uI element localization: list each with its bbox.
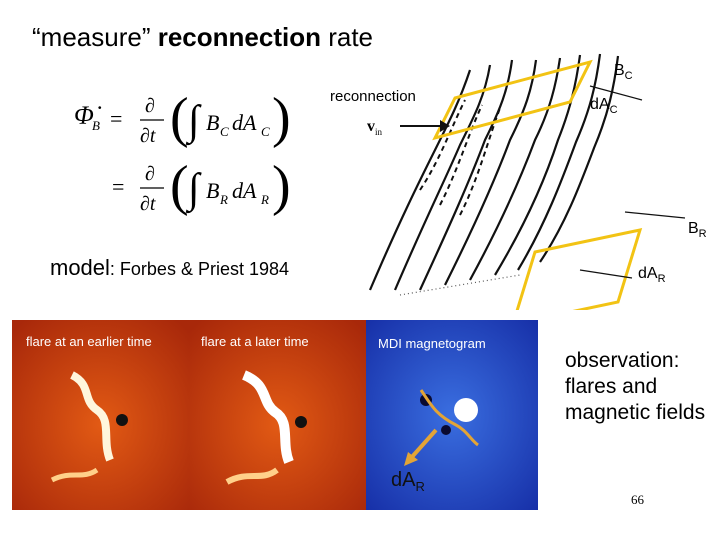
term1-da-sub: C <box>261 124 270 139</box>
dac-label: dAC <box>590 96 618 117</box>
panel-label-magnetogram: MDI magnetogram <box>378 336 486 351</box>
panel-label-later: flare at a later time <box>201 334 309 349</box>
reconnection-diagram <box>368 53 686 310</box>
field-lines <box>368 53 620 291</box>
title-bold-word: reconnection <box>157 22 321 52</box>
svg-text:(: ( <box>170 87 189 149</box>
br-leader-line <box>624 211 686 219</box>
partial-denominator-2: ∂t <box>140 193 156 215</box>
panel-label-earlier: flare at an earlier time <box>26 334 152 349</box>
term1-b-sub: C <box>220 124 229 139</box>
parallelogram-bottom <box>515 228 643 310</box>
panel-magnetogram: MDI magnetogram <box>366 320 538 510</box>
svg-text:=: = <box>112 174 124 199</box>
dar-arrowhead <box>404 452 418 466</box>
model-citation: model: Forbes & Priest 1984 <box>50 255 290 280</box>
vin-label: vin <box>367 118 383 138</box>
panel-flare-earlier: flare at an earlier time <box>12 320 189 510</box>
dac-leader-line <box>589 85 643 101</box>
term2-da: dA <box>232 178 257 203</box>
title-rest: rate <box>328 22 374 52</box>
integral-sign: ∫ <box>185 98 202 146</box>
magnetogram-image <box>366 320 538 510</box>
vin-arrowhead <box>440 120 450 132</box>
term1-b: B <box>206 110 219 135</box>
partial-denominator: ∂t <box>140 125 156 147</box>
observation-text: observation: flares and magnetic fields <box>565 349 706 424</box>
dar-leader-line <box>579 269 633 279</box>
br-label: BR <box>688 220 707 241</box>
reconnection-label: reconnection <box>330 88 416 105</box>
integral-sign-2: ∫ <box>185 166 202 214</box>
partial-numerator-2: ∂ <box>145 163 155 185</box>
dotted-reference-line <box>399 274 521 296</box>
term2-da-sub: R <box>260 192 269 207</box>
svg-text:=: = <box>110 106 122 131</box>
flare-image-earlier <box>12 320 189 510</box>
svg-text:): ) <box>272 155 291 217</box>
bc-label: BC <box>614 62 633 83</box>
magnetogram-dar-label: dAR <box>391 469 425 494</box>
reconnected-lines <box>419 99 501 216</box>
term2-b: B <box>206 178 219 203</box>
svg-text:(: ( <box>170 155 189 217</box>
panel-flare-later: flare at a later time <box>189 320 366 510</box>
flux-rate-equation: Φ̇ B = ∂ ∂t ( ∫ B C dA C ) = ∂ ∂t ( ∫ B … <box>74 87 291 217</box>
dar-arrow <box>409 428 438 460</box>
title-quote-word: “measure” <box>32 22 151 52</box>
term2-b-sub: R <box>219 192 228 207</box>
flare-image-later <box>189 320 366 510</box>
slide-title: “measure” reconnection rate <box>32 22 373 53</box>
dar-label-diagram: dAR <box>638 265 666 286</box>
lhs-subscript: B <box>92 118 100 133</box>
term1-da: dA <box>232 110 257 135</box>
page-number: 66 <box>631 492 644 507</box>
partial-numerator: ∂ <box>145 95 155 117</box>
svg-text:): ) <box>272 87 291 149</box>
